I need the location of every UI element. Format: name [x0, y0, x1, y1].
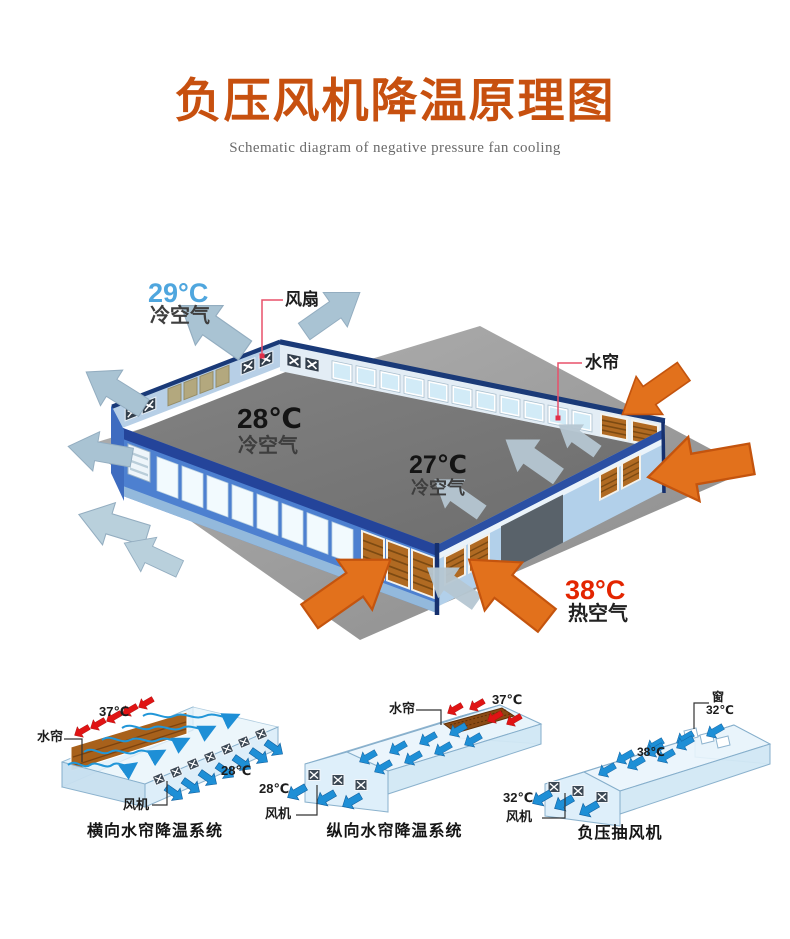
window-strip: [331, 360, 593, 433]
water-curtain-panel: [599, 452, 641, 502]
sub3-outlet-temp: 32℃: [503, 790, 534, 805]
sub2-fan-label: 风机: [265, 806, 292, 821]
curtain-callout-label: 水帘: [585, 353, 619, 372]
sub1-outlet-temp: 28℃: [221, 763, 252, 778]
subdiagram-horizontal-curtain: [60, 693, 288, 808]
intake-air-label: 热空气: [568, 603, 628, 625]
fan-callout-label: 风扇: [285, 290, 319, 309]
door-opening: [501, 494, 563, 575]
fan-pointer-dot: [259, 353, 265, 359]
sub2-outlet-temp: 28℃: [259, 781, 290, 796]
window-strip: [156, 456, 354, 565]
far-right-wall: [280, 341, 665, 451]
intake-temp-label: 38°C: [565, 575, 626, 605]
sub3-fan-label: 风机: [506, 809, 533, 824]
exhaust-air-label: 冷空气: [150, 305, 210, 327]
sub3-roof-temp: 38℃: [637, 745, 665, 759]
curtain-pointer-dot: [555, 415, 561, 421]
interior-temp-label-2: 27℃: [409, 451, 468, 479]
exhaust-temp-label: 29°C: [148, 278, 209, 308]
subdiagram-longitudinal-curtain: [283, 695, 543, 816]
sub3-window-temp: 32℃: [706, 703, 734, 717]
exhaust-fan-icon: [303, 355, 321, 374]
callout-lines: [261, 299, 582, 418]
page-title: 负压风机降温原理图: [174, 76, 616, 128]
interior-air-label-1: 冷空气: [238, 435, 298, 457]
sub1-curtain-label: 水帘: [37, 729, 64, 744]
sub2-curtain-label: 水帘: [389, 701, 416, 716]
sub2-caption: 纵向水帘降温系统: [326, 823, 463, 840]
interior-temp-label-1: 28℃: [237, 403, 303, 434]
exhaust-fan-icon: [285, 352, 303, 370]
interior-air-label-2: 冷空气: [411, 478, 465, 498]
subdiagram-exhaust-fan: [528, 702, 772, 827]
main-building-scene: [64, 274, 759, 646]
sub3-caption: 负压抽风机: [577, 825, 663, 842]
sub1-caption: 横向水帘降温系统: [86, 823, 223, 840]
sub3-window-label: 窗: [712, 690, 725, 704]
sub2-intake-temp: 37℃: [492, 692, 523, 707]
page-subtitle: Schematic diagram of negative pressure f…: [229, 140, 561, 156]
sub1-intake-temp: 37℃: [99, 704, 130, 719]
airflow-waves: [67, 712, 241, 780]
sub1-fan-label: 风机: [123, 797, 150, 812]
